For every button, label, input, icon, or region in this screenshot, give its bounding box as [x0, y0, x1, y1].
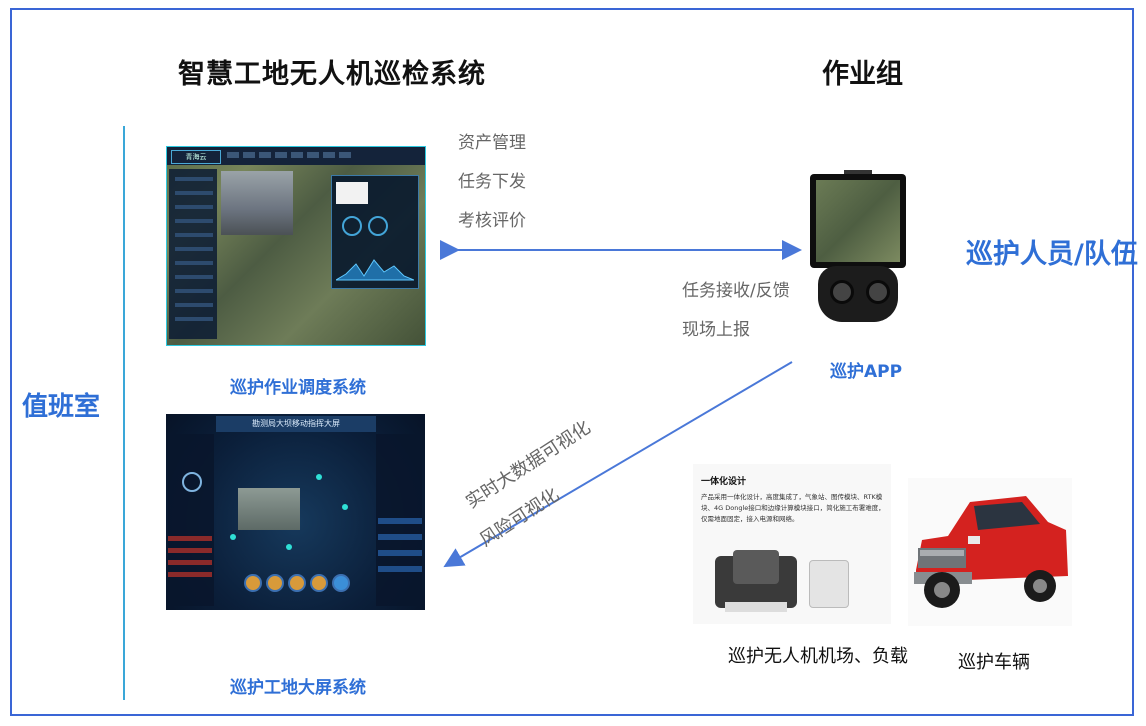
top-flow-labels: 资产管理 任务下发 考核评价: [458, 124, 526, 241]
payload-unit-image: [809, 560, 849, 608]
gauge-icon: [342, 216, 362, 236]
dispatch-menu-item: [259, 152, 271, 158]
map-node: [342, 504, 348, 510]
bottom-button-icon: [288, 574, 306, 592]
alert-bar: [168, 536, 212, 541]
dispatch-list-row: [175, 177, 213, 181]
caption-hangar: 巡护无人机机场、负载: [728, 646, 908, 667]
big-screen-title: 勘测局大坝移动指挥大屏: [216, 416, 376, 432]
joystick-icon: [830, 280, 854, 304]
divider-line: [123, 126, 125, 700]
map-node: [230, 534, 236, 540]
map-node: [286, 544, 292, 550]
tablet-map-screen: [816, 180, 900, 262]
bottom-button-icon: [310, 574, 328, 592]
patrol-team-label: 巡护人员/队伍: [966, 239, 1138, 270]
bottom-button-icon: [266, 574, 284, 592]
dispatch-menu-item: [339, 152, 351, 158]
dispatch-list-row: [175, 247, 213, 251]
bottom-button-icon: [332, 574, 350, 592]
patrol-vehicle-image: [908, 478, 1072, 626]
gauge-icon: [368, 216, 388, 236]
flow-label-asset: 资产管理: [458, 133, 526, 153]
caption-vehicle: 巡护车辆: [958, 652, 1030, 673]
joystick-icon: [866, 280, 890, 304]
flow-label-task: 任务下发: [458, 172, 526, 192]
system-title: 智慧工地无人机巡检系统: [178, 59, 486, 90]
caption-dispatch-system: 巡护作业调度系统: [230, 378, 366, 398]
dispatch-list-row: [175, 317, 213, 321]
dispatch-list-row: [175, 219, 213, 223]
hangar-drone-image: [733, 550, 779, 584]
dispatch-menu-item: [307, 152, 319, 158]
big-screen-left-panel: [168, 434, 214, 606]
dispatch-left-panel: [169, 169, 217, 339]
hangar-stand: [725, 602, 787, 612]
video-feed: [238, 488, 300, 530]
dispatch-list-row: [175, 205, 213, 209]
hangar-description: 产品采用一体化设计，高度集成了，气象站、图传模块、RTK模块、4G Dongle…: [701, 493, 885, 523]
dispatch-list-row: [175, 191, 213, 195]
alert-bar: [168, 572, 212, 577]
info-card: [336, 182, 368, 204]
dispatch-list-row: [175, 303, 213, 307]
waveform-chart: [336, 259, 414, 281]
status-bar: [378, 550, 422, 556]
dispatch-menu-item: [323, 152, 335, 158]
dispatch-info-panel: [331, 175, 419, 289]
flow-label-review: 考核评价: [458, 211, 526, 231]
map-node: [316, 474, 322, 480]
outer-frame: [10, 8, 1134, 716]
big-screen-screenshot: 勘测局大坝移动指挥大屏: [166, 414, 425, 610]
status-bar: [378, 534, 422, 540]
work-group-title: 作业组: [822, 59, 903, 90]
dispatch-system-screenshot: 青海云: [166, 146, 426, 346]
dispatch-menu-item: [227, 152, 239, 158]
caption-app: 巡护APP: [830, 362, 903, 382]
dispatch-topbar: 青海云: [167, 147, 425, 165]
duty-room-label: 值班室: [22, 392, 101, 422]
mid-flow-labels: 任务接收/反馈 现场上报: [682, 272, 790, 350]
hangar-heading: 一体化设计: [701, 477, 747, 487]
dispatch-menu-item: [243, 152, 255, 158]
flow-label-feedback: 任务接收/反馈: [682, 281, 790, 301]
dispatch-list-row: [175, 289, 213, 293]
dispatch-list-row: [175, 261, 213, 265]
bottom-button-icon: [244, 574, 262, 592]
remote-controller-image: [806, 170, 910, 330]
dispatch-list-row: [175, 233, 213, 237]
alert-bar: [168, 548, 212, 553]
status-bar: [378, 518, 422, 524]
drone-hangar-card: 一体化设计 产品采用一体化设计，高度集成了，气象站、图传模块、RTK模块、4G …: [693, 464, 891, 624]
alert-bar: [168, 560, 212, 565]
drone-photo: [221, 171, 293, 235]
dispatch-logo: 青海云: [171, 150, 221, 164]
dispatch-menu-item: [291, 152, 303, 158]
status-bar: [378, 566, 422, 572]
diagonal-arrow: [443, 361, 793, 568]
flow-label-report: 现场上报: [682, 320, 750, 340]
dispatch-menu-item: [275, 152, 287, 158]
caption-big-screen: 巡护工地大屏系统: [230, 678, 366, 698]
target-icon: [182, 472, 202, 492]
dispatch-list-row: [175, 275, 213, 279]
